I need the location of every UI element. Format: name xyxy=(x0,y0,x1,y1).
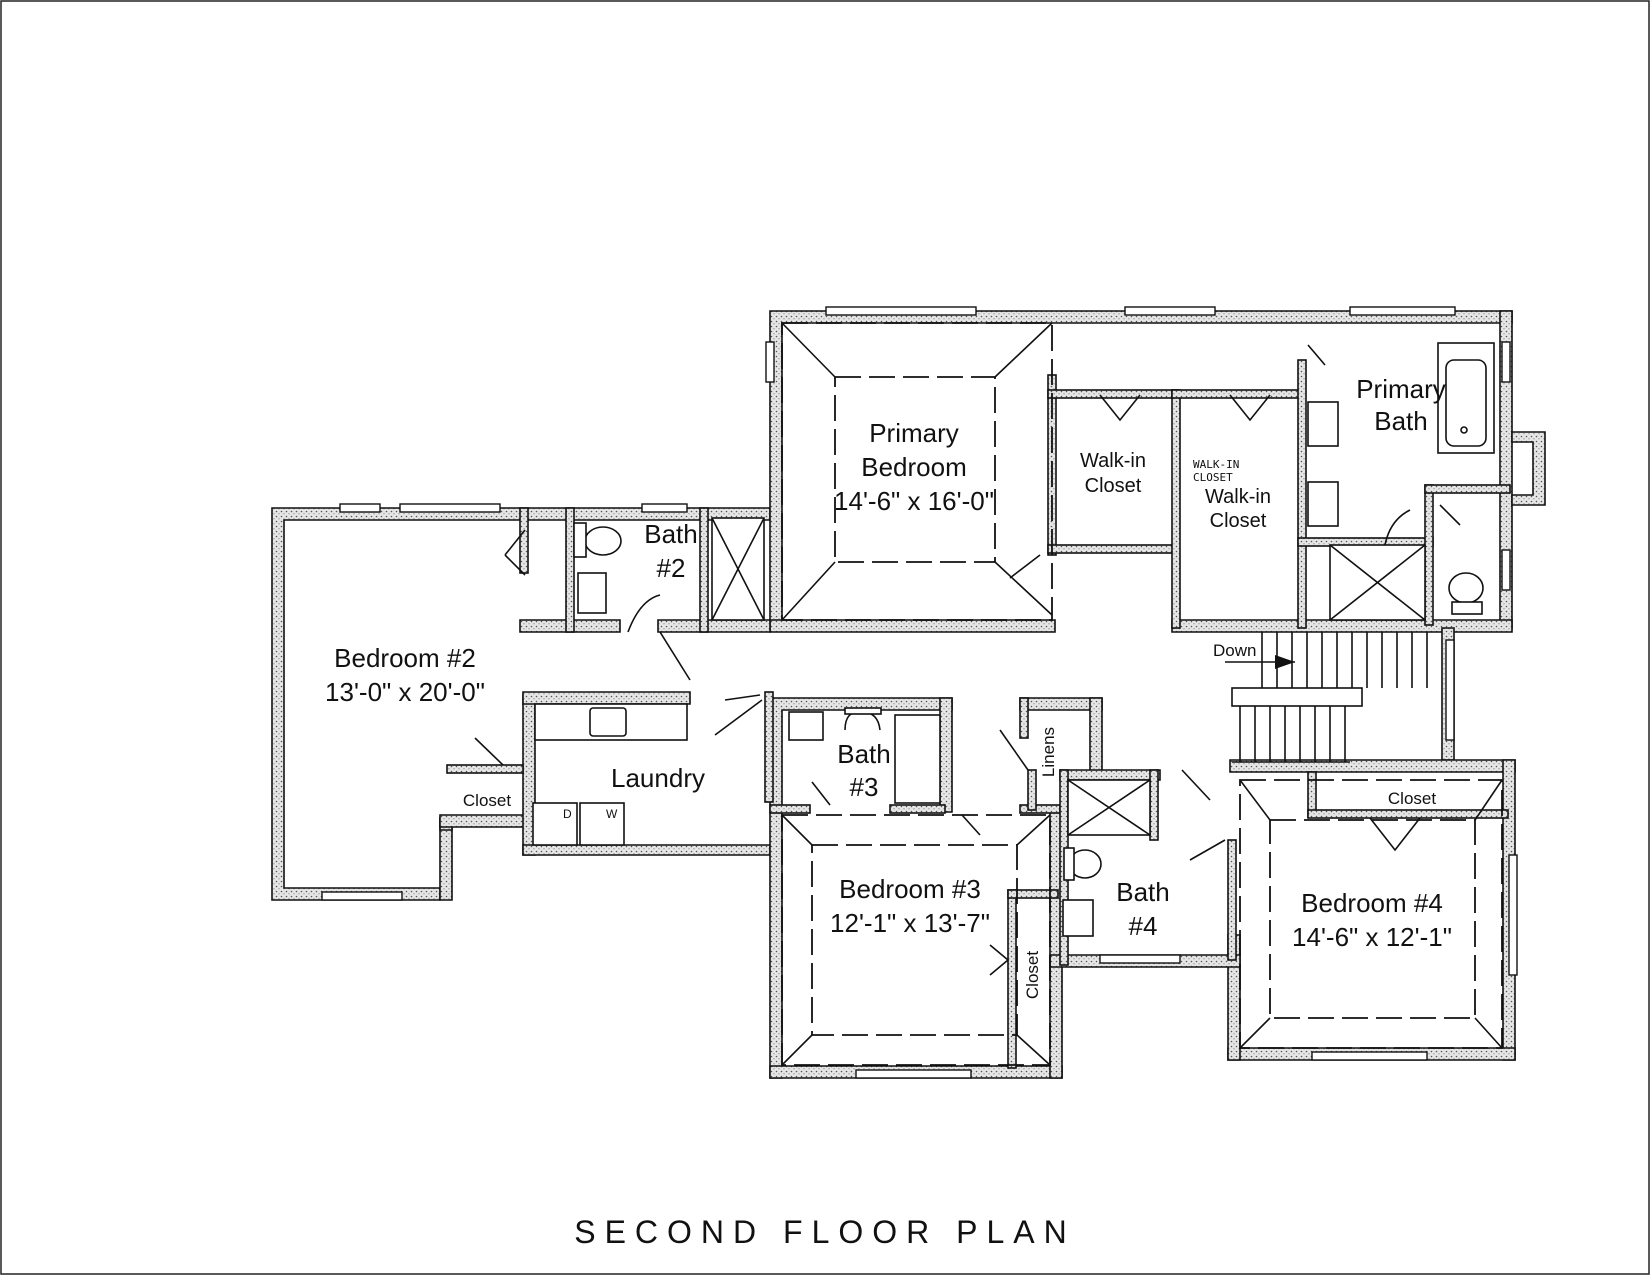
bedroom-4-name: Bedroom #4 xyxy=(1301,888,1443,918)
doors xyxy=(474,344,1461,976)
windows xyxy=(321,306,1518,1079)
walk-in-closet-2-tag-2: CLOSET xyxy=(1193,471,1233,484)
plan-title: SECOND FLOOR PLAN xyxy=(574,1214,1076,1250)
linens-name: Linens xyxy=(1039,727,1058,777)
bedroom-2-size: 13'-0" x 20'-0" xyxy=(325,677,485,707)
bath-3-name-2: #3 xyxy=(850,772,879,802)
dryer-label: D xyxy=(563,807,572,821)
washer xyxy=(579,802,625,846)
walk-in-closet-2-name-2: Closet xyxy=(1210,510,1267,532)
walk-in-closet-2-name-1: Walk-in xyxy=(1205,486,1271,508)
bedroom-4-size: 14'-6" x 12'-1" xyxy=(1292,922,1452,952)
walk-in-closet-1-name-2: Closet xyxy=(1085,475,1142,497)
primary-bath-name-1: Primary xyxy=(1356,374,1446,404)
dryer xyxy=(532,802,578,846)
primary-bedroom-name-2: Bedroom xyxy=(861,452,967,482)
stairs-down-label: Down xyxy=(1213,641,1256,660)
closet-b3-name: Closet xyxy=(1023,951,1042,999)
primary-bath-name-2: Bath xyxy=(1374,406,1428,436)
bath-3-name-1: Bath xyxy=(837,739,891,769)
toilet-primary xyxy=(1448,572,1484,604)
sink-bath3 xyxy=(788,711,824,741)
tub-bath3 xyxy=(894,714,941,804)
bath-2-name-1: Bath xyxy=(644,519,698,549)
sink-primary-2 xyxy=(1307,481,1339,527)
walk-in-closet-1-name-1: Walk-in xyxy=(1080,450,1146,472)
fixtures xyxy=(532,342,1495,937)
room-labels: Primary Bedroom 14'-6" x 16'-0" Primary … xyxy=(325,374,1452,999)
stairs: Down xyxy=(1213,632,1428,763)
stair-arrow-icon xyxy=(1275,655,1295,669)
sink-bath4 xyxy=(1062,899,1094,937)
bedroom-3-size: 12'-1" x 13'-7" xyxy=(830,908,990,938)
sink-primary-1 xyxy=(1307,401,1339,447)
bedroom-3-name: Bedroom #3 xyxy=(839,874,981,904)
washer-label: W xyxy=(606,807,618,821)
walk-in-closet-2-tag-1: WALK-IN xyxy=(1193,458,1239,471)
laundry-sink xyxy=(589,707,627,737)
bath-2-name-2: #2 xyxy=(657,553,686,583)
closet-b4-name: Closet xyxy=(1388,789,1436,808)
bath-4-name-1: Bath xyxy=(1116,877,1170,907)
sink-bath2 xyxy=(577,572,607,614)
laundry-name: Laundry xyxy=(611,763,705,793)
closet-b2-name: Closet xyxy=(463,791,511,810)
bath-4-name-2: #4 xyxy=(1129,911,1158,941)
toilet-bath2 xyxy=(584,526,622,556)
bedroom-2-name: Bedroom #2 xyxy=(334,643,476,673)
primary-bedroom-size: 14'-6" x 16'-0" xyxy=(834,486,994,516)
primary-bedroom-name-1: Primary xyxy=(869,418,959,448)
